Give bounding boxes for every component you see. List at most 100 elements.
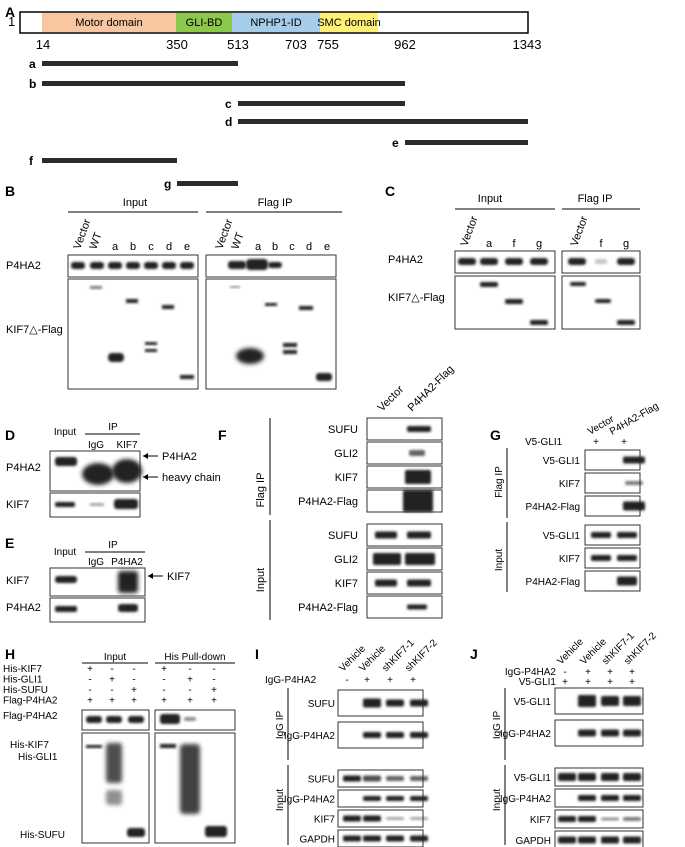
band bbox=[530, 258, 548, 265]
col-p4ha2-flag: P4HA2-Flag bbox=[406, 363, 457, 414]
lane-igg: IgG bbox=[88, 557, 104, 568]
band bbox=[55, 502, 75, 507]
band bbox=[601, 795, 619, 801]
band bbox=[283, 350, 297, 354]
group-his-pulldown: His Pull-down bbox=[164, 652, 225, 663]
row-label-igg-p4ha2: IgG-P4HA2 bbox=[284, 731, 336, 742]
band bbox=[373, 553, 401, 565]
row-label-kif7: KIF7 bbox=[314, 815, 336, 826]
band bbox=[86, 745, 102, 748]
panel-label-b: B bbox=[5, 183, 15, 199]
band bbox=[145, 342, 157, 345]
band bbox=[160, 744, 176, 748]
band bbox=[617, 555, 637, 561]
domain-motor bbox=[42, 13, 176, 32]
treat-val: + bbox=[131, 685, 137, 696]
row-label-igg-p4ha2: IgG-P4HA2 bbox=[500, 729, 552, 740]
band bbox=[386, 699, 404, 707]
band bbox=[578, 816, 596, 822]
band bbox=[144, 262, 158, 269]
treat-val: + bbox=[211, 685, 217, 696]
fragment-bar-g bbox=[177, 181, 238, 186]
panel-label-i: I bbox=[255, 646, 259, 662]
band bbox=[591, 555, 611, 561]
lane-input-a: a bbox=[486, 238, 493, 250]
panel-label-e: E bbox=[5, 535, 14, 551]
blot-gli2 bbox=[366, 441, 443, 465]
arrow-label-p4ha2: P4HA2 bbox=[162, 451, 197, 463]
blot-rows: V5-GLI1KIF7P4HA2-FlagV5-GLI1KIF7P4HA2-Fl… bbox=[526, 449, 645, 592]
blot-gapdh bbox=[554, 830, 644, 847]
row-label-sufu: SUFU bbox=[308, 775, 335, 786]
row-label-sufu: SUFU bbox=[328, 424, 358, 436]
blot-v5-gli1 bbox=[584, 524, 641, 546]
band bbox=[162, 305, 174, 309]
band bbox=[118, 604, 138, 612]
band bbox=[160, 714, 180, 724]
treat-val: - bbox=[345, 675, 348, 686]
tick-703: 703 bbox=[285, 37, 307, 52]
band bbox=[128, 716, 144, 723]
blot-kif7 bbox=[554, 809, 644, 829]
band bbox=[558, 816, 576, 822]
band bbox=[386, 817, 404, 820]
band bbox=[375, 531, 397, 539]
band bbox=[375, 579, 397, 587]
domain-label-nphp1-id: NPHP1-ID bbox=[250, 17, 301, 29]
panel-label-h: H bbox=[5, 646, 15, 662]
band bbox=[578, 773, 596, 781]
arrow-label-kif7: KIF7 bbox=[167, 571, 190, 583]
fragment-bar-d bbox=[238, 119, 528, 124]
band bbox=[617, 258, 635, 265]
band bbox=[86, 716, 102, 723]
fragment-label-d: d bbox=[225, 115, 232, 129]
band bbox=[343, 835, 361, 842]
blot-sufu bbox=[366, 417, 443, 441]
band bbox=[363, 775, 381, 782]
row-label-sufu: SUFU bbox=[328, 530, 358, 542]
protein-start-label: 1 bbox=[8, 14, 15, 29]
row-label-sufu: SUFU bbox=[308, 699, 335, 710]
band bbox=[363, 835, 381, 842]
panel-label-d: D bbox=[5, 427, 15, 443]
fragment-label-b: b bbox=[29, 77, 36, 91]
lane-input-vector: Vector bbox=[459, 214, 481, 248]
band bbox=[246, 259, 268, 270]
tick-962: 962 bbox=[394, 37, 416, 52]
lane-igg: IgG bbox=[88, 440, 104, 451]
band bbox=[591, 532, 611, 538]
row-label-v5-gli1: V5-GLI1 bbox=[514, 697, 552, 708]
panel-label-c: C bbox=[385, 183, 395, 199]
domain-label-smc: SMC domain bbox=[317, 17, 381, 29]
lane-ip-d: d bbox=[306, 241, 312, 253]
lane-input: Input bbox=[54, 427, 76, 438]
treat-val: + bbox=[109, 675, 115, 686]
band bbox=[283, 343, 297, 347]
band bbox=[106, 716, 122, 723]
treat-val: + bbox=[211, 696, 217, 707]
panel-a: A 1 Motor domain GLI-BD NPHP1-ID SMC dom… bbox=[5, 4, 541, 191]
treat-val: + bbox=[161, 696, 167, 707]
fragment-bar-f bbox=[42, 158, 177, 163]
lane-input-d: d bbox=[166, 241, 172, 253]
row-label-p4ha2-flag: P4HA2-Flag bbox=[298, 496, 358, 508]
band bbox=[71, 262, 85, 269]
lane-input: Input bbox=[54, 547, 76, 558]
band bbox=[363, 732, 381, 738]
treat-val: + bbox=[629, 677, 635, 688]
treat-val: + bbox=[187, 696, 193, 707]
band bbox=[180, 744, 200, 814]
band bbox=[407, 426, 431, 432]
band bbox=[127, 828, 145, 837]
treat-label-igg-p4ha2: IgG-P4HA2 bbox=[505, 667, 557, 678]
row-label-v5-gli1: V5-GLI1 bbox=[514, 773, 552, 784]
lane-input-a: a bbox=[112, 241, 119, 253]
treat-val: + bbox=[410, 675, 416, 686]
